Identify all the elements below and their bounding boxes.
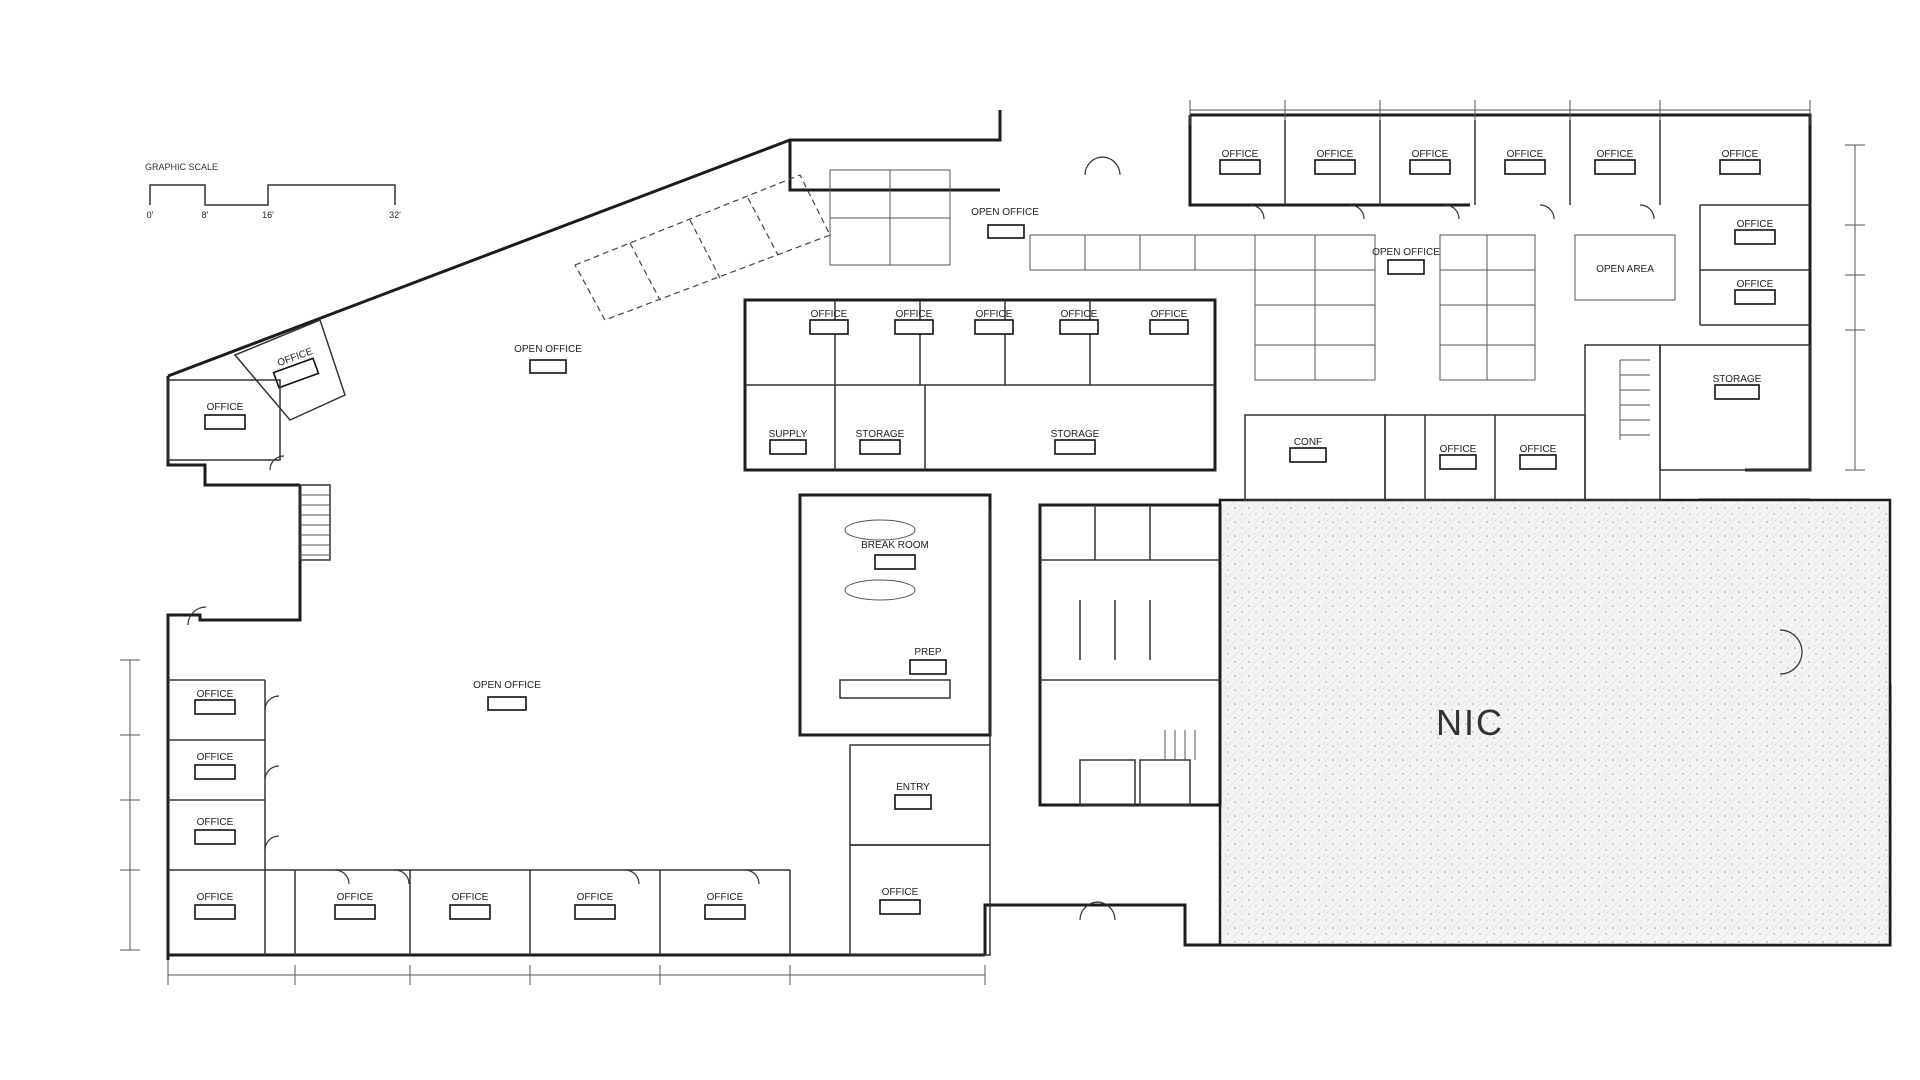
open-office-lower-label: OPEN OFFICE [473,680,541,691]
open-office-top-label: OPEN OFFICE [971,207,1039,218]
nic-area [1218,498,1892,947]
office-label-o16: OFFICE [1440,444,1477,455]
bottom-offices: OFFICE OFFICE OFFICE OFFICE [265,869,791,955]
office-label-o24: OFFICE [452,892,489,903]
restroom-core [1038,503,1222,807]
office-label-o15: OFFICE [1151,309,1188,320]
open-office-upper-label: OPEN OFFICE [514,344,582,355]
graphic-scale-label: GRAPHIC SCALE [145,162,218,172]
svg-text:16': 16' [262,210,274,220]
office-label-o3: OFFICE [1222,149,1259,160]
office-label-o8: OFFICE [1722,149,1759,160]
graphic-scale: GRAPHIC SCALE 0' 8' 16' 32' [145,162,401,220]
office-label-o26: OFFICE [707,892,744,903]
office-label-o7: OFFICE [1597,149,1634,160]
open-office-center-label: OPEN OFFICE [1372,247,1440,258]
office-row-mid: OFFICE OFFICE OFFICE OFFICE OFFICE SUPPL… [743,298,1217,472]
nic-label: NIC [1436,702,1504,743]
svg-text:0': 0' [147,210,154,220]
office-label-o4: OFFICE [1317,149,1354,160]
break-room: BREAK ROOM PREP [798,493,992,745]
stairs-left [299,484,331,561]
office-label-o17: OFFICE [1520,444,1557,455]
office-label-o25: OFFICE [577,892,614,903]
office-label-o6: OFFICE [1507,149,1544,160]
dimension-strings [120,100,1865,985]
svg-text:8': 8' [202,210,209,220]
office-label-o12: OFFICE [896,309,933,320]
svg-text:32': 32' [389,210,401,220]
entry-label: ENTRY [896,782,930,793]
office-label-o9: OFFICE [1737,219,1774,230]
cubicles-center: OPEN AREA OPEN OFFICE [1254,234,1676,381]
break-room-label: BREAK ROOM [861,540,929,551]
entry-block: ENTRY OFFICE [849,744,991,956]
right-mid-block: CONF OFFICE OFFICE STORAGE [1244,344,1811,501]
office-label-o13: OFFICE [976,309,1013,320]
open-office-labels: OPEN OFFICE OPEN OFFICE OPEN OFFICE [473,207,1039,711]
door-swings [187,156,1803,921]
prep-label: PREP [914,647,942,658]
office-label-o5: OFFICE [1412,149,1449,160]
office-label-o21: OFFICE [197,817,234,828]
office-label-o10: OFFICE [1737,279,1774,290]
office-label-o18: OFFICE [882,887,919,898]
storage-right-label: STORAGE [1713,374,1762,385]
conf-label: CONF [1294,437,1322,448]
left-offices: OFFICE OFFICE OFFICE OFFICE [168,679,266,955]
storage-mid2-label: STORAGE [1051,429,1100,440]
storage-mid-label: STORAGE [856,429,905,440]
office-label-o19: OFFICE [197,689,234,700]
office-label-o2: OFFICE [207,402,244,413]
office-label-o23: OFFICE [337,892,374,903]
office-label-o11: OFFICE [811,309,848,320]
office-row-top: OFFICE OFFICE OFFICE OFFICE OFFICE OFFIC… [1219,120,1810,326]
open-area-label: OPEN AREA [1596,264,1654,275]
office-label-o14: OFFICE [1061,309,1098,320]
supply-label: SUPPLY [769,429,808,440]
office-label-o20: OFFICE [197,752,234,763]
office-label-o22: OFFICE [197,892,234,903]
